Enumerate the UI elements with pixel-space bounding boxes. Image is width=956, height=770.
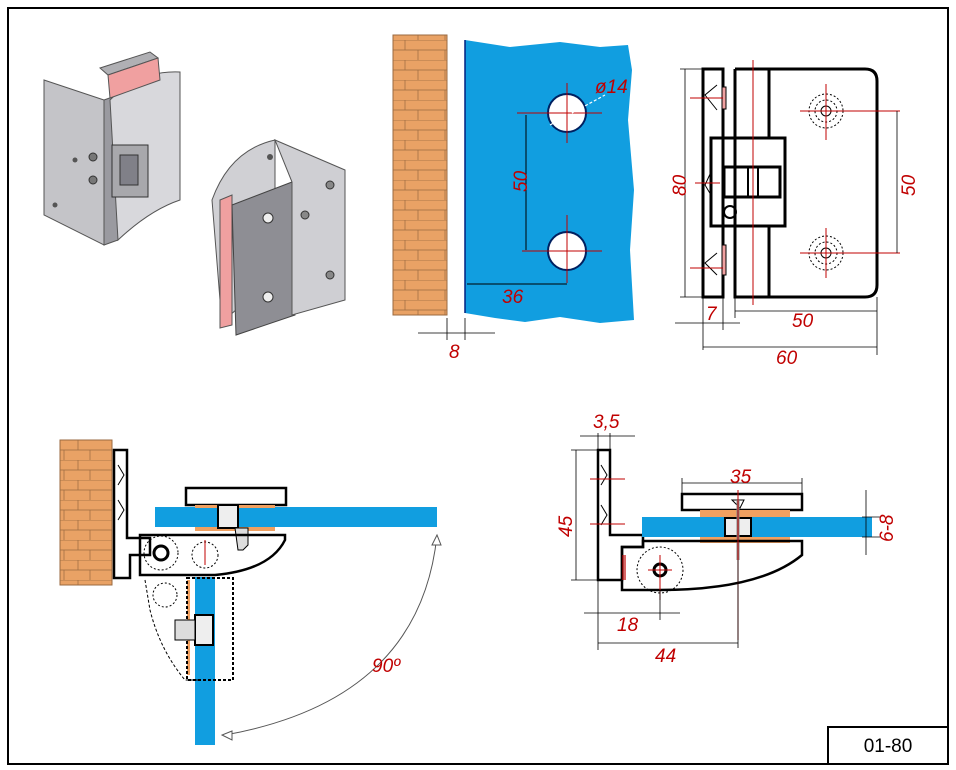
drawing-code: 01-80 — [864, 736, 913, 757]
dim-hole-offset: 36 — [502, 287, 524, 308]
dim-front-hole-spacing: 50 — [899, 174, 920, 196]
glass-panel-open — [195, 577, 215, 745]
hinge-section-view: 3,5 45 35 6-8 18 44 — [556, 412, 898, 667]
dim-plate-thickness: 7 — [706, 304, 718, 325]
glass-panel — [642, 517, 872, 537]
dim-hole-spacing: 50 — [511, 170, 532, 192]
glass-hole-view: 50 36 ø14 8 — [392, 34, 634, 363]
glass-panel — [465, 40, 634, 323]
dim-clamp-width: 35 — [730, 467, 752, 488]
dim-glass-thickness: 6-8 — [877, 514, 898, 542]
dim-wall-gap: 8 — [449, 342, 460, 363]
dim-body-width: 50 — [792, 311, 814, 332]
hinge-front-view: 80 50 7 50 60 — [670, 60, 920, 369]
hinge-rotation-view: 90º — [59, 439, 442, 745]
dim-plate-thickness: 3,5 — [593, 412, 620, 433]
dim-height: 80 — [670, 174, 691, 196]
drawing-frame — [7, 7, 949, 765]
hinge-render-closed — [43, 51, 181, 246]
dim-section-height: 45 — [556, 515, 577, 537]
dim-pivot-offset: 18 — [617, 615, 639, 636]
rotation-arc — [224, 534, 438, 736]
hinge-render-open — [211, 139, 346, 336]
wall — [392, 34, 448, 316]
dim-total-width: 60 — [776, 348, 798, 369]
glass-panel-closed — [155, 507, 437, 527]
dim-hole-diameter: ø14 — [595, 77, 628, 98]
dim-rotation-angle: 90º — [372, 656, 401, 677]
dim-screw-offset: 44 — [655, 646, 676, 667]
title-block: 01-80 — [827, 726, 949, 765]
wall — [59, 439, 113, 586]
